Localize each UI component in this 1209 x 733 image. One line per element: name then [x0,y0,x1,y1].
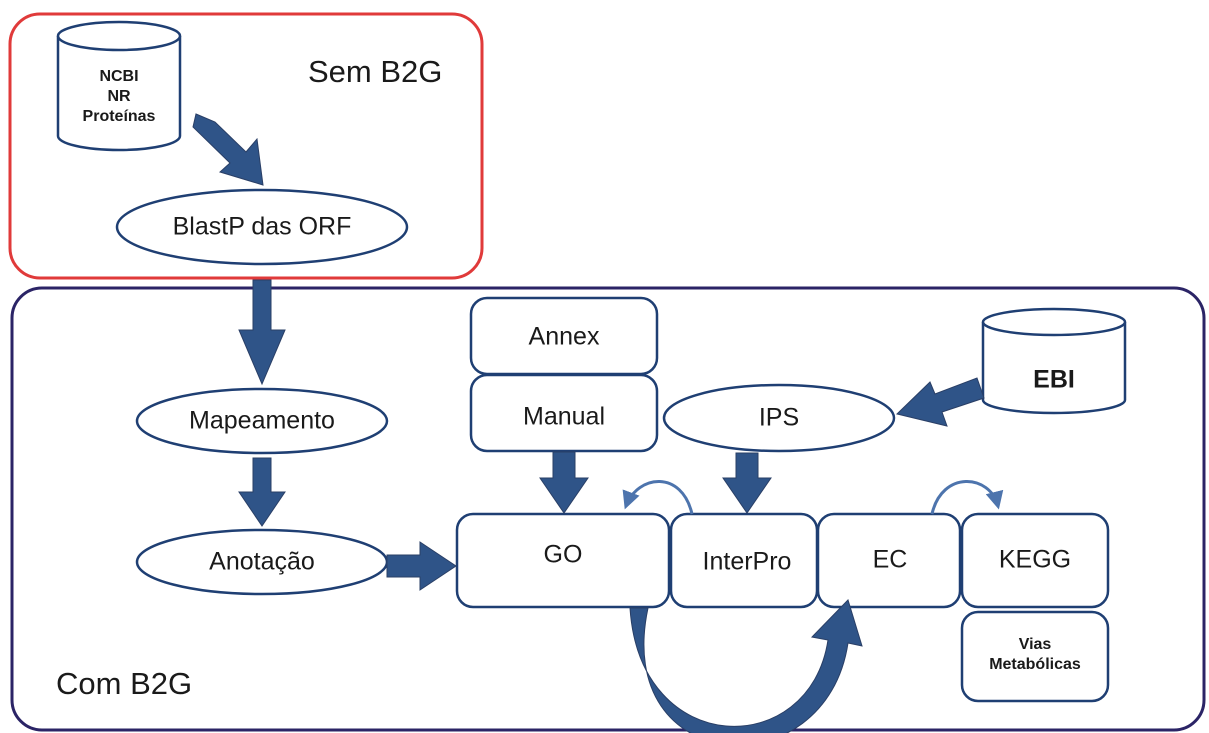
interpro-to-go-small-arrow [622,480,694,515]
kegg-label: KEGG [998,545,1072,574]
ncbi-label: NCBI NR Proteínas [82,68,156,125]
ec-label: EC [872,545,908,574]
manual-box [469,373,659,453]
anotacao-label: Anotação [209,547,315,576]
ebi-to-ips-arrow [895,377,985,427]
mapeamento-to-anotacao-arrow [238,457,286,527]
ebi-label: EBI [1033,365,1075,394]
ips-label: IPS [758,403,800,432]
interpro-label: InterPro [702,547,792,576]
vias-box [960,610,1110,703]
manual-label: Manual [523,402,605,431]
go-box [455,512,671,609]
kegg-box [960,512,1110,609]
go-to-ec-curved-arrow [629,599,863,733]
ec-box [816,512,962,609]
manual-to-go-arrow [539,451,589,514]
mapeamento-label: Mapeamento [189,406,335,435]
blastp-node [115,188,409,266]
vias-label: Vias Metabólicas [989,636,1081,673]
com-b2g-label: Com B2G [56,666,193,701]
ips-node [662,383,896,453]
mapeamento-node [135,387,389,455]
sem-b2g-label: Sem B2G [308,54,443,89]
ips-to-interpro-arrow [722,452,772,514]
anotacao-to-go-arrow [386,541,457,591]
ec-to-kegg-small-arrow [930,480,1004,515]
ebi-database-icon [981,307,1127,415]
blastp-to-mapeamento-arrow [238,279,286,386]
ncbi-to-blastp-arrow [192,113,264,186]
com-b2g-region [10,286,1206,732]
ncbi-database-icon [56,20,182,152]
blastp-label: BlastP das ORF [172,212,352,241]
go-label: GO [543,540,583,569]
annex-label: Annex [528,322,600,351]
sem-b2g-region [8,12,484,280]
